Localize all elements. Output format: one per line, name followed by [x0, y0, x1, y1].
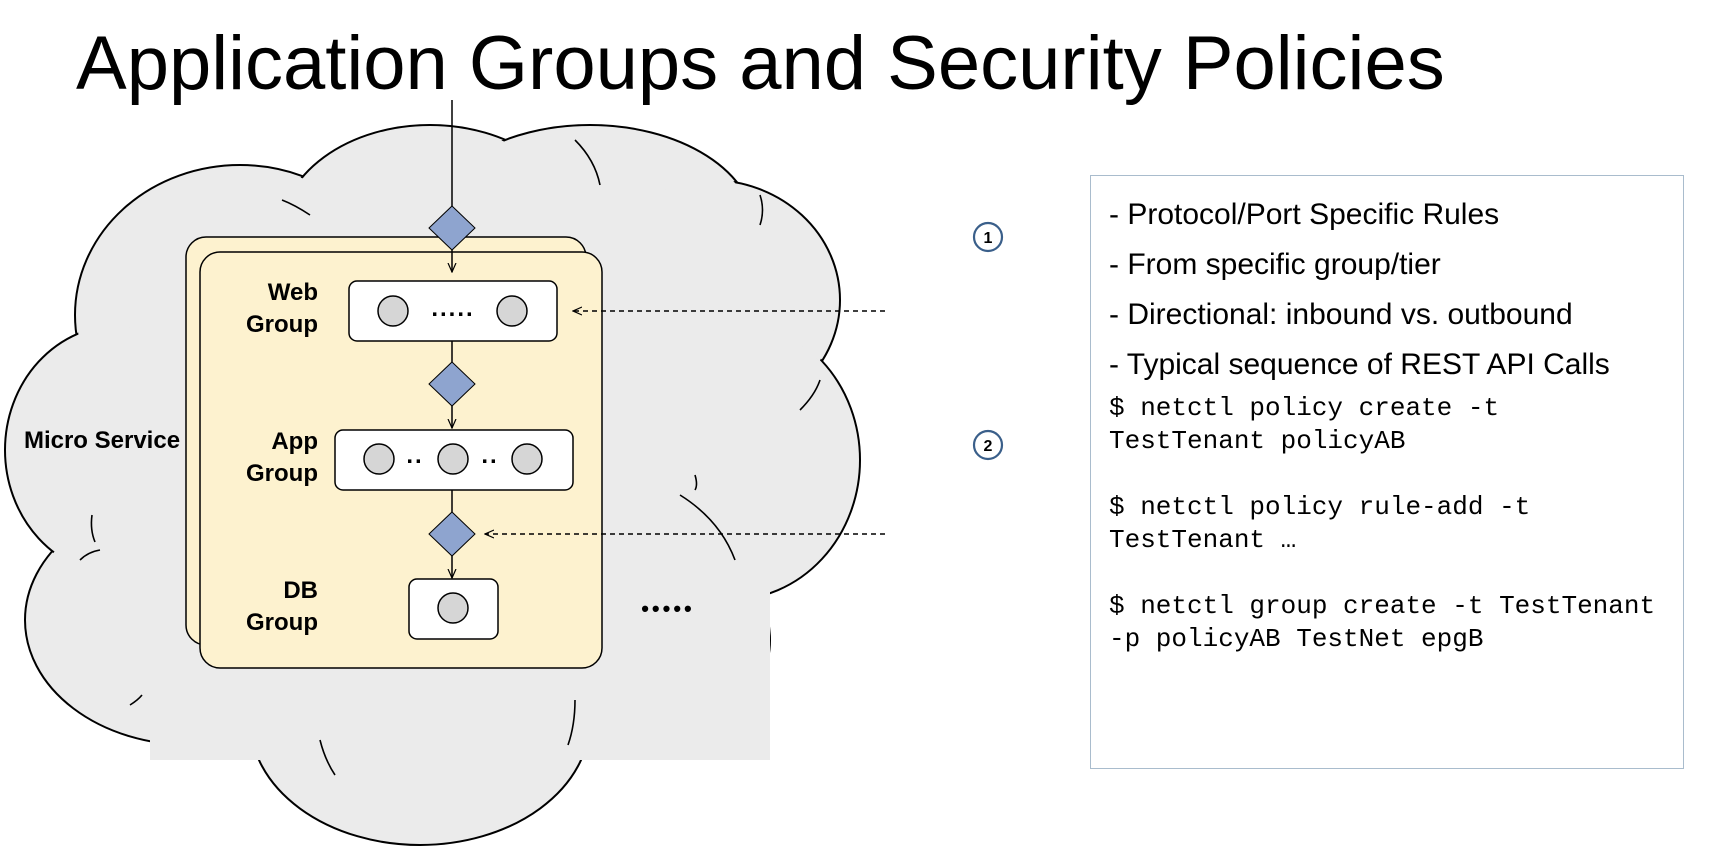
policy-diamond — [428, 205, 476, 251]
rule-item: - From specific group/tier — [1109, 248, 1441, 281]
db-group-label-line2: Group — [246, 609, 318, 636]
endpoint — [437, 443, 469, 475]
endpoint — [437, 592, 469, 624]
command-group-create: $ netctl group create -t TestTenant -p p… — [1109, 591, 1671, 654]
db-group-label-line1: DB — [283, 577, 318, 604]
web-group-label-line2: Group — [246, 311, 318, 338]
slide-title: Application Groups and Security Policies — [76, 21, 1445, 106]
app-group-label-line2: Group — [246, 460, 318, 487]
rule-item: - Typical sequence of REST API Calls — [1109, 348, 1610, 381]
step-marker-2-label: 2 — [984, 438, 993, 455]
endpoint — [377, 295, 409, 327]
policy-diamond — [428, 361, 476, 407]
web-group-ellipsis: ..... — [431, 295, 474, 322]
command-list: $ netctl policy create -t TestTenant pol… — [1109, 392, 1683, 656]
step-marker-1-label: 1 — [984, 230, 993, 247]
app-group-ellipsis-right: .. — [481, 442, 498, 469]
app-group-ellipsis-left: .. — [406, 442, 423, 469]
web-group-label-line1: Web — [268, 279, 318, 306]
command-rule-add: $ netctl policy rule-add -t TestTenant … — [1109, 492, 1546, 555]
step-marker-1: 1 — [972, 221, 1004, 253]
step-marker-2: 2 — [972, 429, 1004, 461]
policy-diamond — [428, 511, 476, 557]
rules-list: - Protocol/Port Specific Rules - From sp… — [1109, 190, 1683, 390]
endpoint — [363, 443, 395, 475]
rule-item: - Directional: inbound vs. outbound — [1109, 298, 1573, 331]
endpoint — [496, 295, 528, 327]
rule-item: - Protocol/Port Specific Rules — [1109, 198, 1500, 231]
endpoint — [511, 443, 543, 475]
micro-service-label: Micro Service — [24, 427, 180, 454]
web-group-box — [348, 280, 558, 342]
more-groups-ellipsis: ••••• — [641, 596, 695, 621]
app-group-label-line1: App — [271, 428, 318, 455]
policy-rules-panel: - Protocol/Port Specific Rules - From sp… — [1090, 175, 1684, 769]
command-policy-create: $ netctl policy create -t TestTenant pol… — [1109, 393, 1515, 456]
